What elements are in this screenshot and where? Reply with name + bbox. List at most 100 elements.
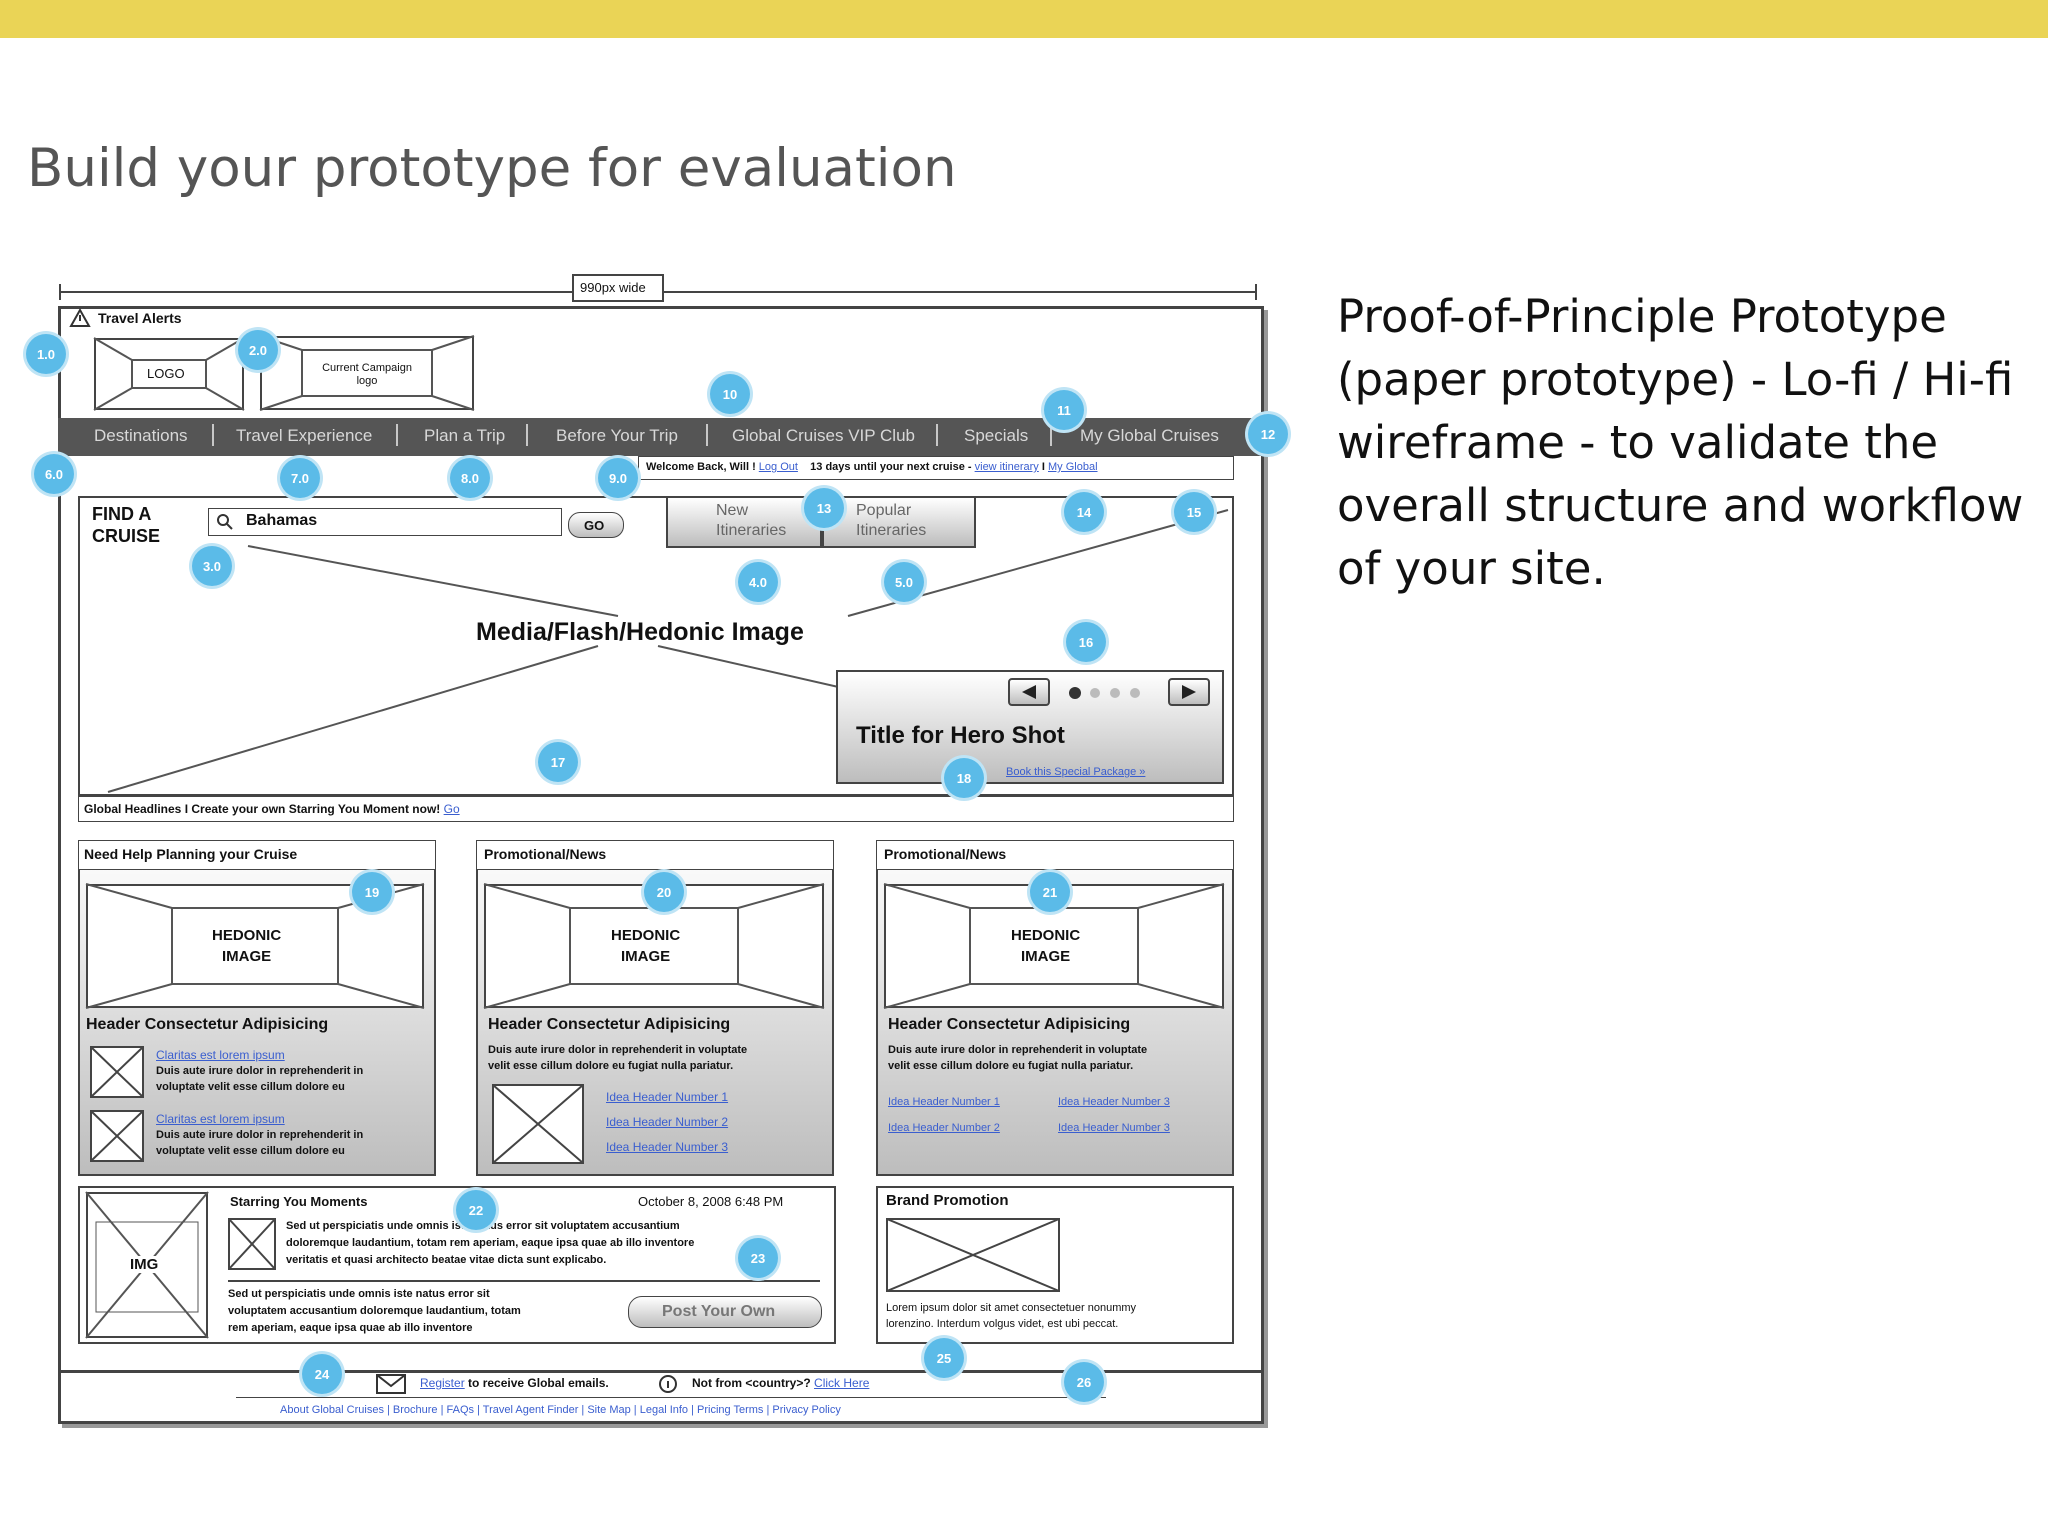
slide-caption: Proof-of-Principle Prototype (paper prot… [1337, 290, 2024, 595]
promo-2-idea-link-3b[interactable]: Idea Header Number 3 [1058, 1122, 1170, 1134]
hero-media-label: Media/Flash/Hedonic Image [476, 618, 804, 646]
tab-popular-label-1: Popular [856, 502, 912, 519]
hero-title: Title for Hero Shot [856, 722, 1065, 749]
headlines-go-link[interactable]: Go [443, 802, 460, 816]
width-label: 990px wide [580, 280, 646, 295]
promo-2-body-2: velit esse cillum dolore eu fugiat nulla… [888, 1060, 1134, 1072]
countdown-text: 13 days until your next cruise - [810, 461, 972, 473]
nav-travel-experience[interactable]: Travel Experience [236, 426, 373, 445]
view-itinerary-link[interactable]: view itinerary [974, 461, 1039, 473]
carousel-dots[interactable] [1068, 686, 1148, 700]
nav-vip-club[interactable]: Global Cruises VIP Club [732, 426, 915, 445]
nav-separator [936, 424, 938, 446]
book-special-link[interactable]: Book this Special Package » [1006, 766, 1146, 778]
planning-thumb-a [90, 1046, 144, 1098]
annotation-marker-9: 9.0 [598, 458, 638, 498]
promo-1-idea-link-1[interactable]: Idea Header Number 1 [606, 1090, 729, 1104]
tab-popular-itineraries[interactable] [822, 496, 976, 548]
logo-placeholder-x [93, 337, 245, 411]
moments-body2-1: Sed ut perspiciatis unde omnis iste natu… [228, 1288, 490, 1300]
planning-panel-header [78, 840, 436, 870]
register-link[interactable]: Register [420, 1376, 465, 1390]
my-global-link[interactable]: My Global [1048, 461, 1098, 473]
moments-body-3: veritatis et quasi architecto beatae vit… [286, 1254, 607, 1266]
alert-icon [69, 307, 91, 327]
annotation-marker-1: 1.0 [26, 334, 66, 374]
logo-label: LOGO [147, 366, 185, 381]
headlines-text: Global Headlines I Create your own Starr… [84, 802, 460, 816]
promo-1-image-x [483, 883, 825, 1009]
promo-2-idea-link-3a[interactable]: Idea Header Number 3 [1058, 1096, 1170, 1108]
promo-2-image-label-1: HEDONIC [1011, 927, 1081, 944]
annotation-marker-20: 20 [644, 872, 684, 912]
country-question: Not from <country>? [692, 1376, 811, 1390]
annotation-marker-16: 16 [1066, 622, 1106, 662]
planning-image-x [85, 883, 425, 1009]
campaign-label: Current Campaign logo [322, 362, 412, 387]
promo-2-header: Promotional/News [884, 846, 1007, 862]
nav-separator [1050, 424, 1052, 446]
planning-link-a[interactable]: Claritas est lorem ipsum [156, 1048, 285, 1062]
promo-1-idea-link-3[interactable]: Idea Header Number 3 [606, 1140, 729, 1154]
promo-1-thumb [492, 1084, 584, 1164]
next-arrow-icon [1182, 685, 1196, 699]
click-here-link[interactable]: Click Here [814, 1376, 870, 1390]
annotation-marker-24: 24 [302, 1354, 342, 1394]
footer-link-rule [236, 1397, 1106, 1398]
planning-body-b-2: voluptate velit esse cillum dolore eu [156, 1145, 345, 1157]
welcome-separator: I [1041, 461, 1045, 473]
nav-my-global-cruises[interactable]: My Global Cruises [1080, 426, 1219, 445]
annotation-marker-23: 23 [738, 1238, 778, 1278]
register-text: Register to receive Global emails. [420, 1376, 609, 1390]
footer-links[interactable]: About Global Cruises | Brochure | FAQs |… [280, 1404, 841, 1416]
planning-header: Need Help Planning your Cruise [84, 846, 298, 862]
nav-separator [396, 424, 398, 446]
nav-separator [212, 424, 214, 446]
width-label-box [572, 274, 664, 302]
promo-2-idea-link-2[interactable]: Idea Header Number 2 [888, 1122, 1000, 1134]
logo-placeholder[interactable] [94, 338, 244, 410]
tab-new-label-2: Itineraries [716, 522, 787, 539]
travel-alerts-label[interactable]: Travel Alerts [98, 310, 182, 326]
hero-prev-arrow[interactable] [1008, 678, 1050, 706]
annotation-marker-12: 12 [1248, 414, 1288, 454]
go-button[interactable] [568, 512, 624, 538]
planning-link-b[interactable]: Claritas est lorem ipsum [156, 1112, 285, 1126]
annotation-marker-14: 14 [1064, 492, 1104, 532]
nav-separator [706, 424, 708, 446]
annotation-marker-11: 11 [1044, 390, 1084, 430]
promo-1-idea-link-2[interactable]: Idea Header Number 2 [606, 1115, 729, 1129]
promo-1-subheader: Header Consectetur Adipisicing [488, 1016, 731, 1033]
tab-new-itineraries[interactable] [666, 496, 822, 548]
annotation-marker-22: 22 [456, 1190, 496, 1230]
search-input[interactable] [208, 508, 562, 536]
nav-destinations[interactable]: Destinations [94, 426, 188, 445]
promo-panel-2-header [876, 840, 1234, 870]
promo-2-subheader: Header Consectetur Adipisicing [888, 1016, 1131, 1033]
planning-image-label-1: HEDONIC [212, 927, 282, 944]
annotation-marker-5: 5.0 [884, 562, 924, 602]
slide-title: Build your prototype for evaluation [27, 138, 957, 199]
logout-link[interactable]: Log Out [758, 461, 798, 473]
brand-body-2: lorenzino. Interdum volgus videt, est ub… [886, 1318, 1119, 1330]
campaign-placeholder-x [259, 335, 475, 411]
nav-before-your-trip[interactable]: Before Your Trip [556, 426, 678, 445]
moments-body2-3: rem aperiam, eaque ipsa quae ab illo inv… [228, 1322, 473, 1334]
promo-2-idea-link-1[interactable]: Idea Header Number 1 [888, 1096, 1000, 1108]
planning-body-a-2: voluptate velit esse cillum dolore eu [156, 1081, 345, 1093]
annotation-marker-7: 7.0 [280, 458, 320, 498]
annotation-marker-18: 18 [944, 758, 984, 798]
brand-body-1: Lorem ipsum dolor sit amet consectetuer … [886, 1302, 1137, 1314]
post-your-own-button[interactable] [628, 1296, 822, 1328]
annotation-marker-19: 19 [352, 872, 392, 912]
annotation-marker-13: 13 [804, 488, 844, 528]
promo-1-body-2: velit esse cillum dolore eu fugiat nulla… [488, 1060, 734, 1072]
nav-separator [526, 424, 528, 446]
nav-specials[interactable]: Specials [964, 426, 1029, 445]
moments-body-2: doloremque laudantium, totam rem aperiam… [286, 1237, 695, 1249]
moments-thumb [228, 1218, 276, 1270]
find-cruise-label-1: FIND A [92, 504, 152, 524]
nav-plan-a-trip[interactable]: Plan a Trip [424, 426, 506, 445]
footer-divider [58, 1370, 1264, 1373]
